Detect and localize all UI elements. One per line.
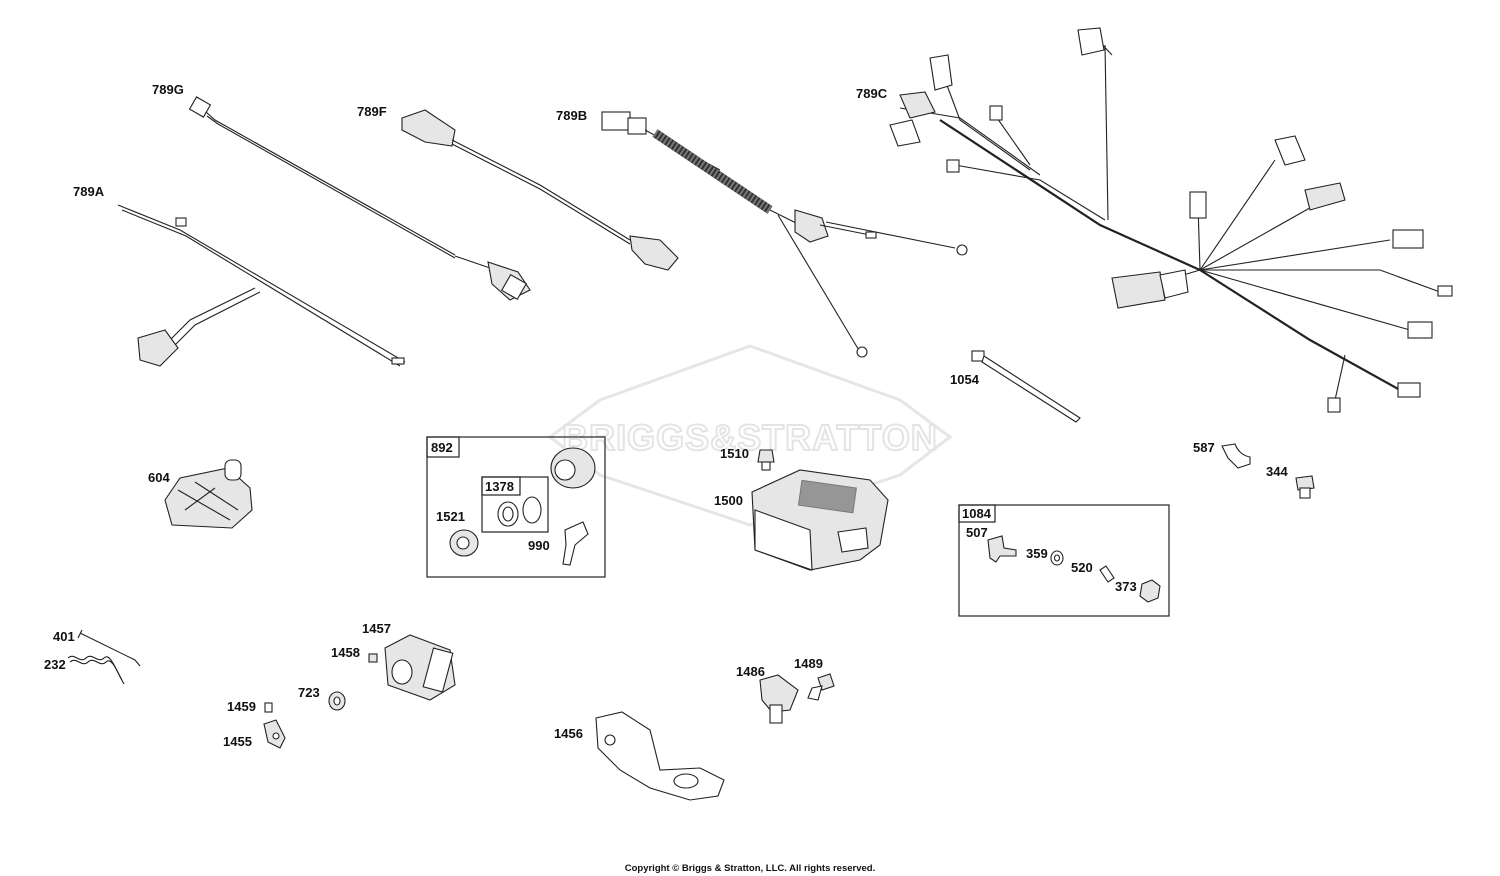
callout-520: 520 — [1071, 560, 1093, 575]
callout-789c: 789C — [856, 86, 888, 101]
callout-1459: 1459 — [227, 699, 256, 714]
clip-587[interactable] — [1221, 443, 1251, 469]
callout-990: 990 — [528, 538, 550, 553]
callout-373: 373 — [1115, 579, 1137, 594]
callout-723: 723 — [298, 685, 320, 700]
callout-1084: 1084 — [962, 506, 992, 521]
callout-1500: 1500 — [714, 493, 743, 508]
callout-1457: 1457 — [362, 621, 391, 636]
callout-1521: 1521 — [436, 509, 465, 524]
copyright-notice: Copyright © Briggs & Stratton, LLC. All … — [625, 863, 876, 874]
callout-1489: 1489 — [794, 656, 823, 671]
cover-604[interactable] — [164, 459, 253, 529]
callout-789b: 789B — [556, 108, 587, 123]
callout-604: 604 — [148, 470, 170, 485]
callout-401: 401 — [53, 629, 75, 644]
kit-box-892[interactable] — [426, 436, 606, 578]
sensor-1486[interactable] — [759, 674, 799, 724]
callout-359: 359 — [1026, 546, 1048, 561]
callout-789a: 789A — [73, 184, 105, 199]
callout-1456: 1456 — [554, 726, 583, 741]
screw-1510[interactable] — [757, 449, 775, 471]
harness-789c[interactable] — [889, 27, 1453, 413]
bolt-344[interactable] — [1295, 475, 1315, 499]
control-module-1500[interactable] — [751, 469, 889, 571]
harness-789g[interactable] — [188, 96, 531, 301]
callout-507: 507 — [966, 525, 988, 540]
screw-1489[interactable] — [807, 673, 835, 701]
screw-1458[interactable] — [368, 653, 378, 663]
callout-892: 892 — [431, 440, 453, 455]
harness-789a[interactable] — [117, 204, 406, 367]
bracket-1455[interactable] — [263, 719, 286, 749]
spring-232[interactable] — [67, 655, 125, 685]
motor-1457[interactable] — [384, 634, 456, 701]
callout-587: 587 — [1193, 440, 1215, 455]
callout-232: 232 — [44, 657, 66, 672]
callout-1510: 1510 — [720, 446, 749, 461]
pin-1459[interactable] — [264, 702, 273, 713]
callout-labels: 789G 789F 789B 789C 789A 1054 587 344 60… — [44, 82, 1288, 749]
cable-tie-1054[interactable] — [971, 350, 1081, 423]
watermark: BRIGGS&STRATTON — [547, 344, 953, 527]
bushing-723[interactable] — [328, 691, 346, 711]
callout-1486: 1486 — [736, 664, 765, 679]
harness-789f[interactable] — [401, 109, 679, 271]
rod-401[interactable] — [77, 629, 141, 667]
callout-1455: 1455 — [223, 734, 252, 749]
callout-1458: 1458 — [331, 645, 360, 660]
callout-789g: 789G — [152, 82, 184, 97]
callout-789f: 789F — [357, 104, 387, 119]
kit-box-1084[interactable] — [958, 504, 1170, 617]
callout-1054: 1054 — [950, 372, 980, 387]
watermark-text: BRIGGS&STRATTON — [562, 417, 938, 458]
harness-789b[interactable] — [601, 111, 968, 358]
callout-344: 344 — [1266, 464, 1288, 479]
plate-1456[interactable] — [595, 711, 725, 801]
callout-1378: 1378 — [485, 479, 514, 494]
